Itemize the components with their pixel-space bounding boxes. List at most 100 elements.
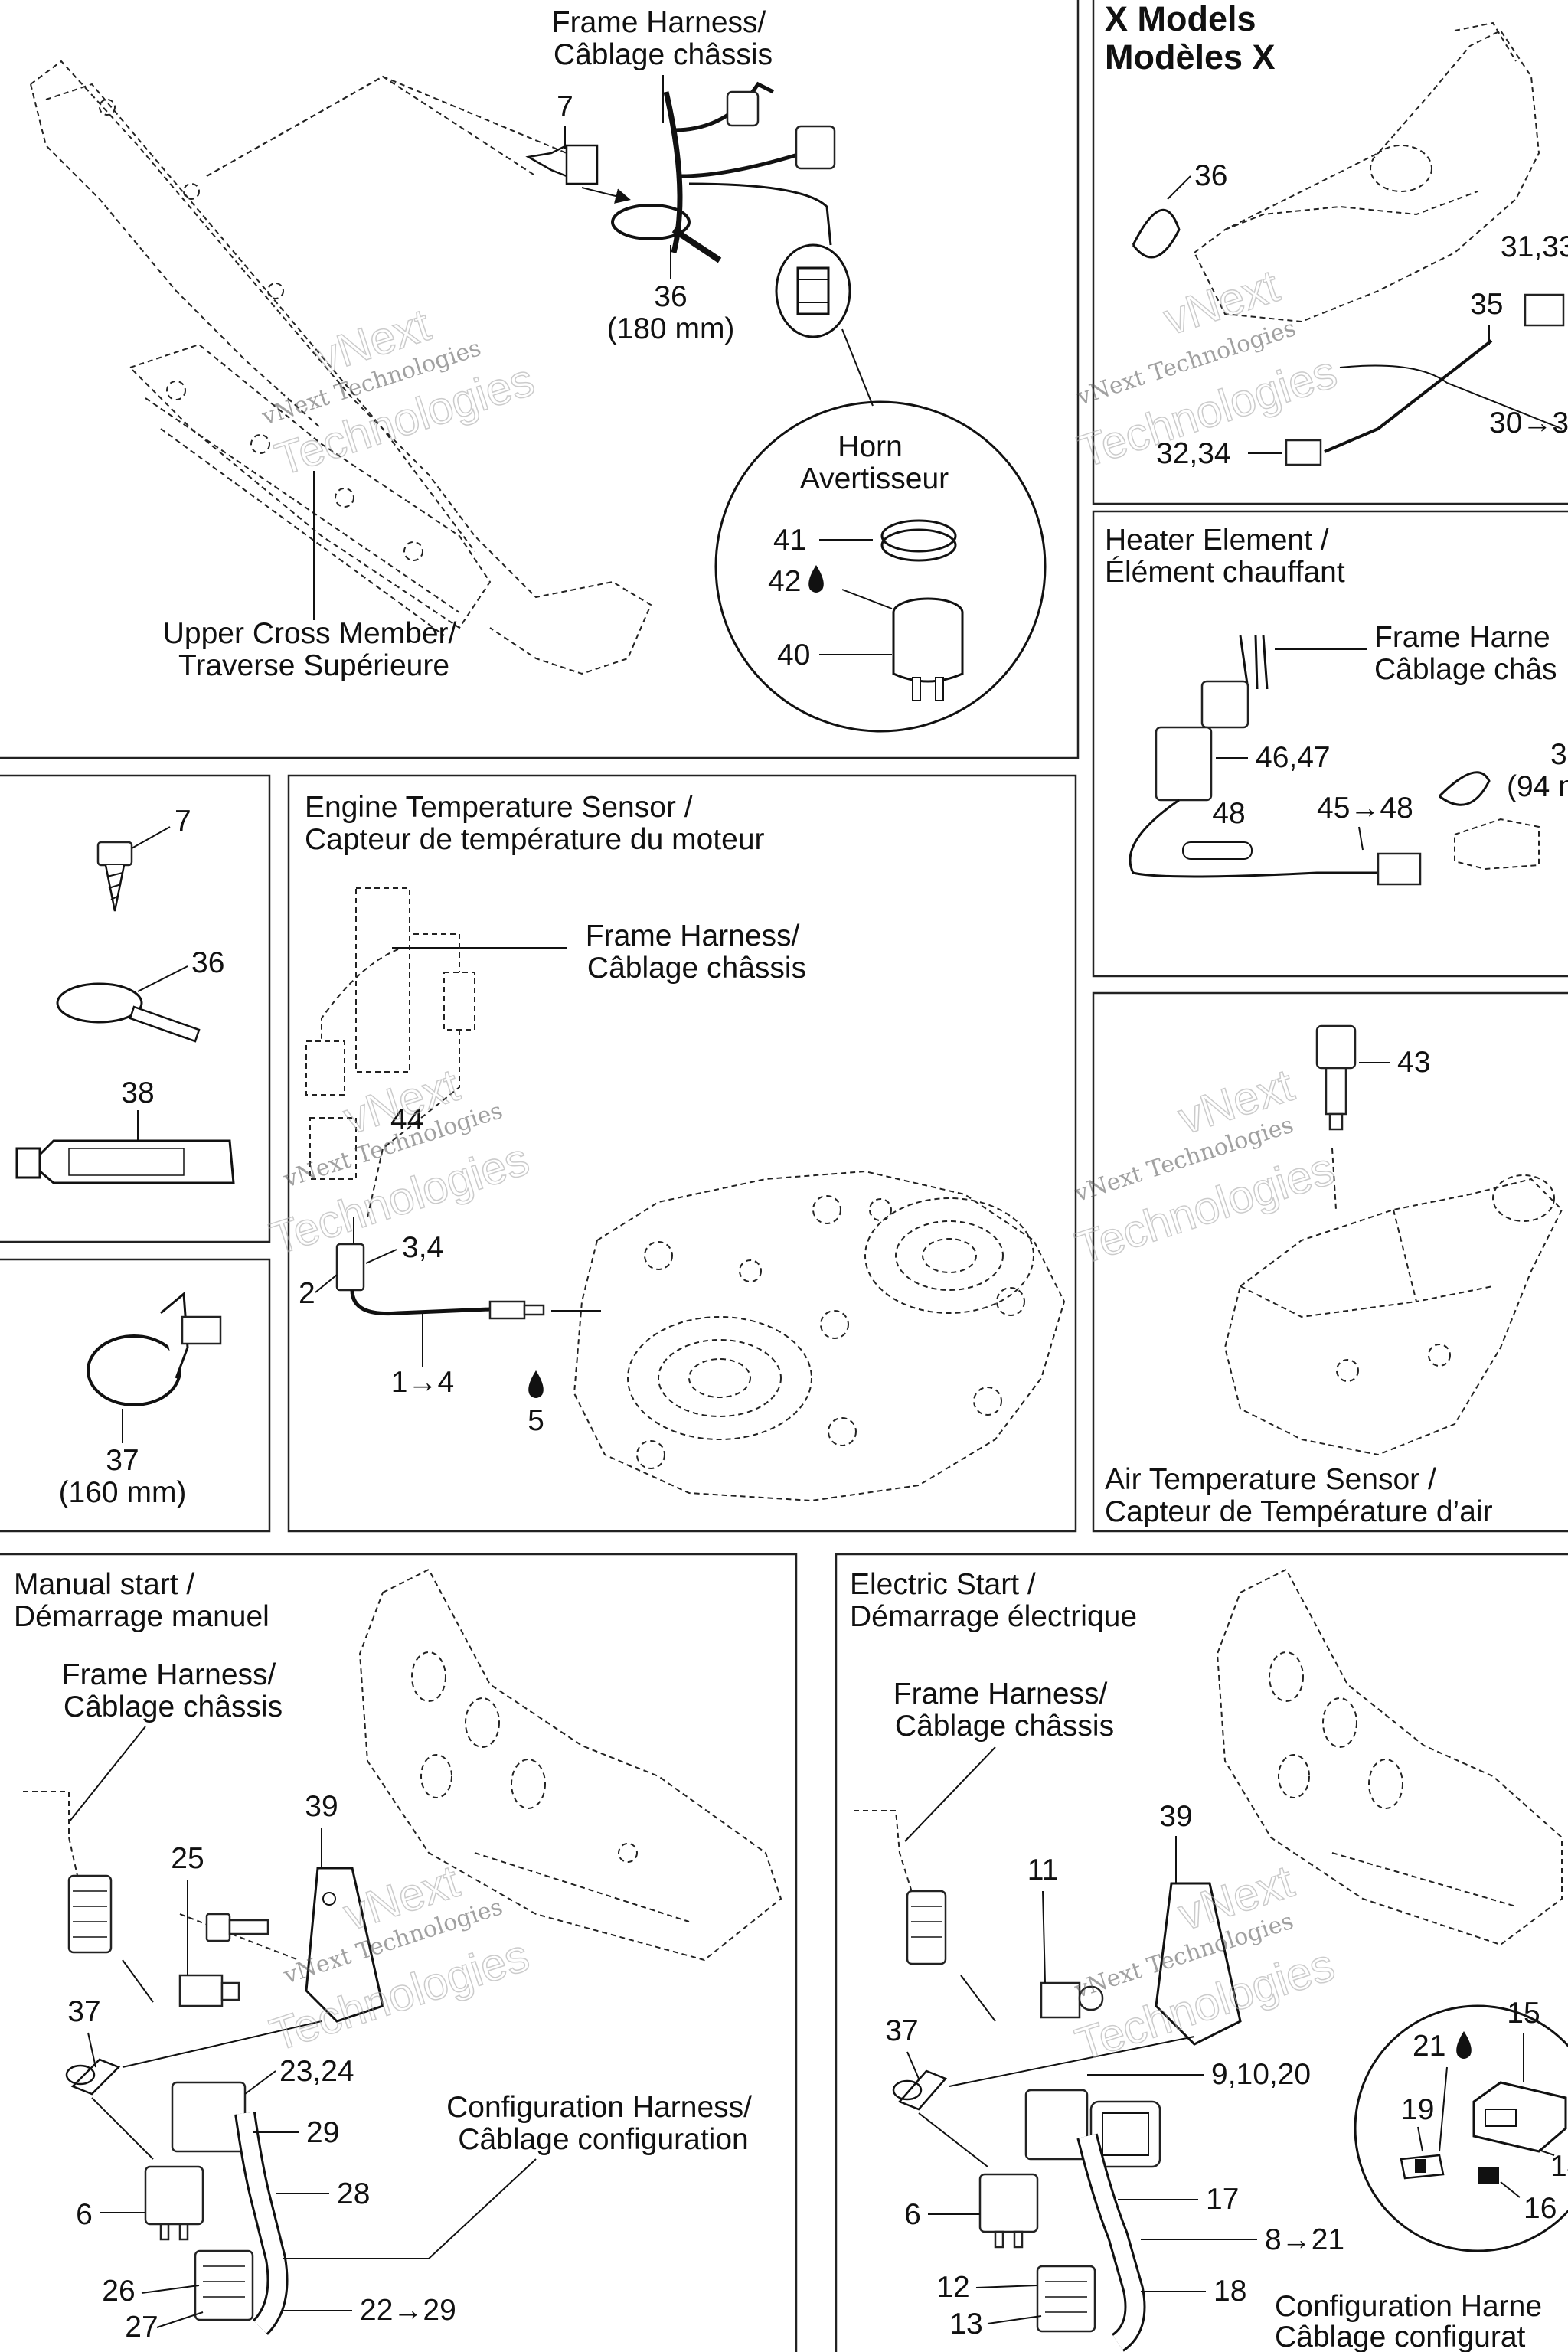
manual-config-harness-label: Configuration Harness/ Câblage configura… <box>446 2091 760 2156</box>
callout-engine-3-4: 3,4 <box>402 1231 443 1264</box>
leader-manual-config-harness <box>428 2158 537 2259</box>
manual-harness-dashed <box>23 1791 85 1907</box>
panel-x-models-border <box>1092 0 1568 505</box>
x-cable-35 <box>1324 339 1493 453</box>
leader-engine-2 <box>315 1274 338 1293</box>
callout-manual-23: 23,24 <box>279 2055 354 2088</box>
heater-frame-harness-label: Frame Harne Câblage châs <box>1374 621 1559 686</box>
leader-electric-16 <box>1500 2181 1521 2198</box>
manual-bolt-drawing <box>205 1913 270 1942</box>
horn-ring-41-drawing <box>880 519 957 562</box>
watermark-3: vNext vNext Technologies Technologies <box>263 1058 535 1265</box>
callout-manual-6: 6 <box>76 2198 93 2231</box>
manual-frame-harness-label: Frame Harness/ Câblage châssis <box>62 1658 284 1723</box>
horn-frame-harness-label: Frame Harness/ Câblage châssis <box>552 6 774 71</box>
leader-electric-14 <box>1538 2149 1555 2156</box>
electric-config-harness-label: Configuration Harne Câblage configurat <box>1275 2290 1550 2352</box>
callout-electric-21: 21 <box>1413 2030 1446 2063</box>
electric-start-title: Electric Start / Démarrage électrique <box>850 1568 1137 1633</box>
engine-sensor-drawing <box>335 1243 545 1320</box>
manual-arrow-relay <box>91 2097 154 2160</box>
callout-electric-8: 8→21 <box>1265 2223 1344 2256</box>
callout-manual-28: 28 <box>337 2177 370 2210</box>
callout-parts-37-length: (160 mm) <box>59 1476 187 1509</box>
manual-tie-37-drawing <box>65 2058 121 2096</box>
leader-horn-detail <box>841 328 874 407</box>
electric-config-harness-drawing <box>1024 2089 1161 2352</box>
callout-x-31: 31,33 <box>1501 230 1568 263</box>
cylinder-head-drawing <box>573 1170 1066 1502</box>
electric-fuse-16-drawing <box>1478 2167 1499 2184</box>
x-tie-36 <box>1132 208 1181 259</box>
callout-manual-26: 26 <box>102 2275 135 2308</box>
upper-cross-member-drawing <box>30 60 652 675</box>
horn-detail-circle <box>714 400 1047 733</box>
x-harness-line <box>1339 364 1563 430</box>
callout-horn-40: 40 <box>777 639 810 671</box>
dashed-link-screw <box>206 75 567 177</box>
clamp-37-part <box>87 1291 222 1406</box>
leader-electric-frame-harness <box>904 1746 996 1842</box>
panel-parts-border <box>0 774 271 1243</box>
electric-frame-harness-label: Frame Harness/ Câblage châssis <box>893 1677 1116 1743</box>
callout-electric-37: 37 <box>885 2014 918 2047</box>
panel-manual-start-border <box>0 1553 798 2352</box>
heater-bracket-drawing <box>1454 818 1540 871</box>
panel-air-temp-border <box>1092 991 1568 1533</box>
watermark-1: vNext vNext Technologies Technologies <box>258 298 541 485</box>
x-connector-32 <box>1285 439 1322 466</box>
manual-config-harness-drawing <box>171 2081 289 2335</box>
manual-bracket-drawing <box>358 1568 782 1962</box>
panel-heater-border <box>1092 510 1568 978</box>
watermark-5: vNext vNext Technologies Technologies <box>263 1854 535 2061</box>
callout-x-35: 35 <box>1470 288 1503 321</box>
manual-plate-39-drawing <box>305 1867 384 2023</box>
callout-x-32: 32,34 <box>1156 437 1231 470</box>
callout-electric-18: 18 <box>1214 2275 1246 2308</box>
callout-parts-37: 37 <box>106 1444 139 1477</box>
leader-manual-26 <box>141 2285 200 2294</box>
callout-manual-25: 25 <box>171 1842 204 1875</box>
watermark-4: vNext vNext Technologies Technologies <box>1069 1058 1341 1274</box>
callout-electric-19: 19 <box>1401 2093 1434 2126</box>
leader-electric-13 <box>987 2315 1042 2324</box>
x-connector-31 <box>1524 293 1565 327</box>
callout-electric-12: 12 <box>936 2271 969 2304</box>
arrow-screw <box>581 187 631 204</box>
leader-electric-37 <box>906 2051 920 2079</box>
callout-heater-45: 45→48 <box>1317 792 1413 825</box>
electric-lube-drop-icon <box>1456 2031 1472 2059</box>
screw-7-part <box>96 841 133 912</box>
manual-start-title: Manual start / Démarrage manuel <box>14 1568 270 1633</box>
leader-electric-19 <box>1417 2126 1423 2152</box>
electric-arrow-plate <box>949 2036 1195 2087</box>
manual-bolt-line <box>179 1913 299 1961</box>
callout-electric-11: 11 <box>1027 1854 1059 1886</box>
electric-fuse-19-drawing <box>1400 2154 1445 2180</box>
electric-relay-11-drawing <box>1040 1981 1104 2019</box>
panel-engine-temp-border <box>287 774 1077 1533</box>
lube-drop-icon <box>808 565 824 593</box>
callout-horn-36-length: (180 mm) <box>607 312 735 345</box>
callout-electric-6: 6 <box>904 2198 921 2231</box>
callout-horn-42: 42 <box>768 565 801 598</box>
callout-engine-1-4: 1→4 <box>391 1366 454 1399</box>
electric-plate-39-drawing <box>1155 1882 1242 2046</box>
callout-horn-41: 41 <box>773 524 806 557</box>
heater-connector-drawing <box>1129 635 1422 886</box>
callout-manual-22: 22→29 <box>360 2294 456 2327</box>
electric-tie-37-drawing <box>892 2069 948 2111</box>
callout-x-30: 30→3 <box>1489 407 1568 439</box>
electric-arrow-relay <box>918 2112 988 2167</box>
electric-relay-15-drawing <box>1472 2081 1567 2153</box>
callout-parts-36: 36 <box>191 946 224 979</box>
air-temp-title: Air Temperature Sensor / Capteur de Temp… <box>1105 1463 1493 1528</box>
callout-manual-27: 27 <box>125 2311 158 2344</box>
callout-x-36: 36 <box>1194 159 1227 192</box>
electric-bracket-drawing <box>1216 1568 1563 1946</box>
manual-arrow-up <box>122 1959 154 2003</box>
engine-temp-frame-harness-label: Frame Harness/ Câblage châssis <box>586 920 808 985</box>
callout-electric-39: 39 <box>1159 1800 1192 1833</box>
callout-engine-44: 44 <box>390 1103 423 1136</box>
